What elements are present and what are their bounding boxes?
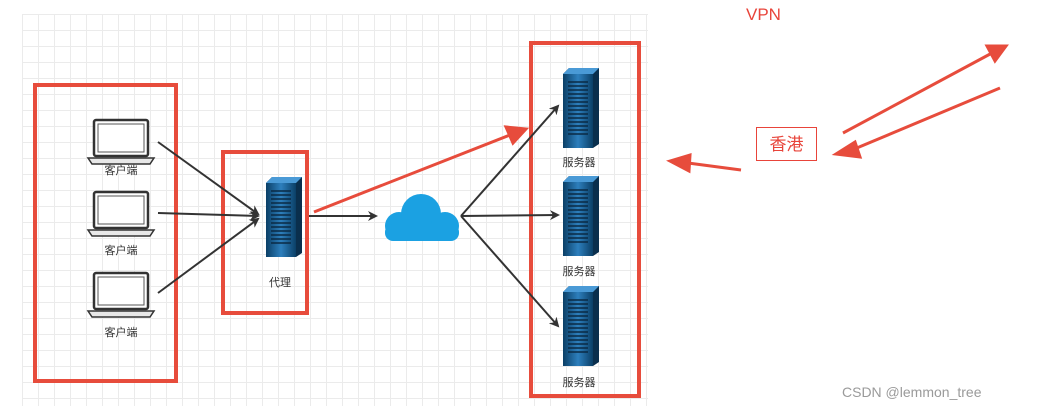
proxy-label: 代理 xyxy=(269,276,291,289)
client-label-3: 客户端 xyxy=(104,326,138,339)
client-laptop-icon-1 xyxy=(86,118,156,166)
server-label-1: 服务器 xyxy=(562,156,596,169)
client2-to-proxy-arrow xyxy=(157,210,260,221)
client-laptop-icon-3 xyxy=(86,271,156,319)
client3-to-proxy-arrow xyxy=(157,217,260,294)
server-label-3: 服务器 xyxy=(562,376,596,389)
return-to-hk-red-arrowhead xyxy=(831,139,863,159)
server-icon-2 xyxy=(562,176,600,256)
client-laptop-icon-2 xyxy=(86,190,156,238)
server-icon-3 xyxy=(562,286,600,366)
vpn-annotation: VPN xyxy=(746,5,781,24)
proxy-to-servers-red-arrow-line xyxy=(313,133,511,214)
internet-cloud-icon xyxy=(385,194,459,241)
hk-to-servers-red-arrow-line xyxy=(687,161,742,172)
hk-to-vpn-red-arrowhead xyxy=(984,44,1009,64)
proxy-to-servers-red-arrowhead xyxy=(503,125,530,146)
server-label-2: 服务器 xyxy=(562,265,596,278)
cloud-to-server1-arrow xyxy=(460,104,560,217)
cloud-to-server3-arrow xyxy=(460,215,560,328)
clients-highlight-box xyxy=(33,83,178,383)
cloud-to-server2-arrow xyxy=(460,210,560,221)
hk-to-servers-red-arrowhead xyxy=(666,152,692,174)
return-to-hk-red-arrow-line xyxy=(851,86,1001,152)
hk-to-vpn-red-arrow-line xyxy=(842,51,993,135)
client-label-1: 客户端 xyxy=(104,164,138,177)
hongkong-annotation-box: 香港 xyxy=(756,127,817,161)
proxy-server-icon xyxy=(265,177,303,257)
server-icon-1 xyxy=(562,68,600,148)
grid-background xyxy=(22,14,648,406)
csdn-watermark: CSDN @lemmon_tree xyxy=(842,384,982,400)
client-label-2: 客户端 xyxy=(104,244,138,257)
servers-highlight-box xyxy=(529,41,641,398)
client1-to-proxy-arrow xyxy=(157,141,260,216)
proxy-highlight-box xyxy=(221,150,309,315)
